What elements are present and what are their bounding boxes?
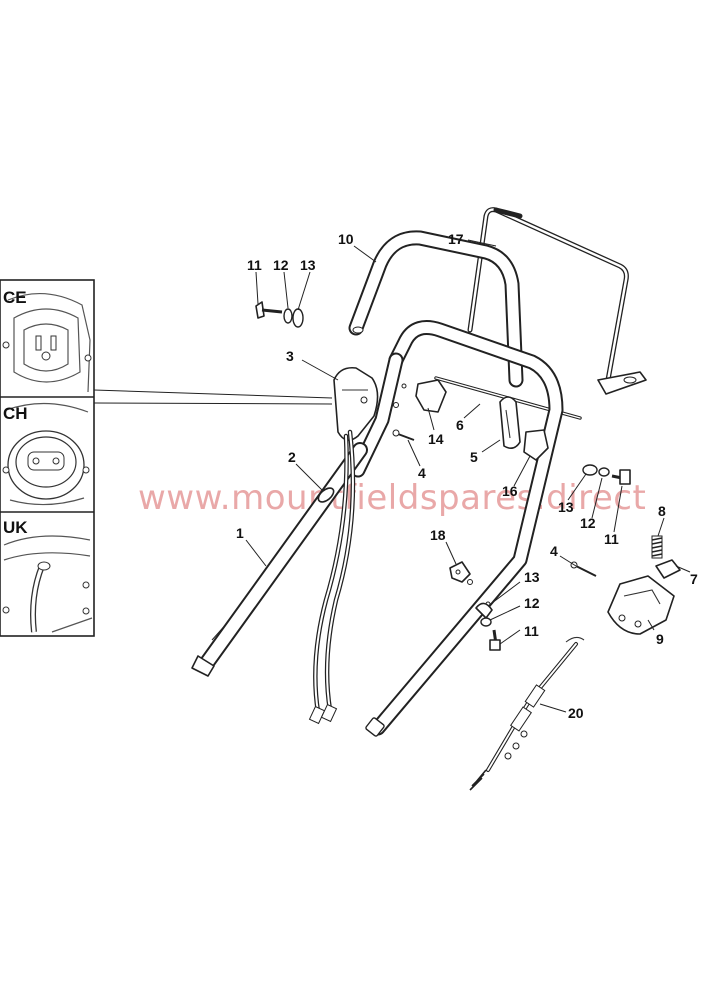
inset-label-uk: UK (3, 518, 28, 537)
bolt-set-top (255, 301, 304, 328)
part-14-bracket (415, 379, 447, 413)
callout-12-top: 12 (273, 257, 289, 273)
callout-10: 10 (338, 231, 354, 247)
callout-2: 2 (288, 449, 296, 465)
inset-label-ce: CE (3, 288, 27, 307)
callout-labels: 10 17 11 12 13 3 2 1 14 4 6 5 16 13 12 1… (236, 231, 698, 721)
part-5-clip (499, 396, 521, 450)
callout-6: 6 (456, 417, 464, 433)
part-17-bail-bar (467, 207, 647, 395)
callout-13-lower: 13 (524, 569, 540, 585)
callout-11-right: 11 (604, 531, 619, 547)
part-lower-handle-frame (350, 320, 564, 737)
part-7-latch (655, 559, 681, 579)
inset-uk-cable (2, 535, 93, 633)
callout-3: 3 (286, 348, 294, 364)
callout-12-lower: 12 (524, 595, 540, 611)
callout-20: 20 (568, 705, 584, 721)
part-18-knob (449, 561, 471, 583)
callout-14: 14 (428, 431, 444, 447)
part-8-spring (651, 535, 663, 559)
callout-18: 18 (430, 527, 446, 543)
callout-9: 9 (656, 631, 664, 647)
callout-4-upper: 4 (418, 465, 426, 481)
inset-label-ch: CH (3, 404, 28, 423)
part-4-pin-lower (570, 561, 597, 577)
bolt-set-right (582, 464, 631, 485)
callout-13-top: 13 (300, 257, 316, 273)
callout-7: 7 (690, 571, 698, 587)
callout-17: 17 (448, 231, 464, 247)
callout-8: 8 (658, 503, 666, 519)
part-16-clip (523, 429, 549, 461)
part-4-pin-top (392, 429, 415, 441)
callout-12-right: 12 (580, 515, 596, 531)
leader-lines (245, 239, 691, 713)
callout-13-right: 13 (558, 499, 574, 515)
part-1-lower-tube (191, 442, 368, 677)
part-3-switch-box (308, 366, 379, 725)
watermark: www.mountfieldspares.direct (138, 478, 646, 518)
callout-11-top: 11 (247, 257, 262, 273)
part-10-upper-handle (348, 230, 524, 388)
inset-ch-socket (2, 402, 90, 506)
callout-16: 16 (502, 483, 518, 499)
part-20-cable (469, 636, 585, 791)
part-9-bracket (607, 575, 675, 635)
inset-ce-socket (2, 292, 92, 393)
callout-1: 1 (236, 525, 244, 541)
bolt-set-lower (475, 602, 501, 651)
callout-11-lower: 11 (524, 623, 539, 639)
region-insets: CE CH UK (0, 279, 333, 637)
callout-5: 5 (470, 449, 478, 465)
callout-4-lower: 4 (550, 543, 558, 559)
